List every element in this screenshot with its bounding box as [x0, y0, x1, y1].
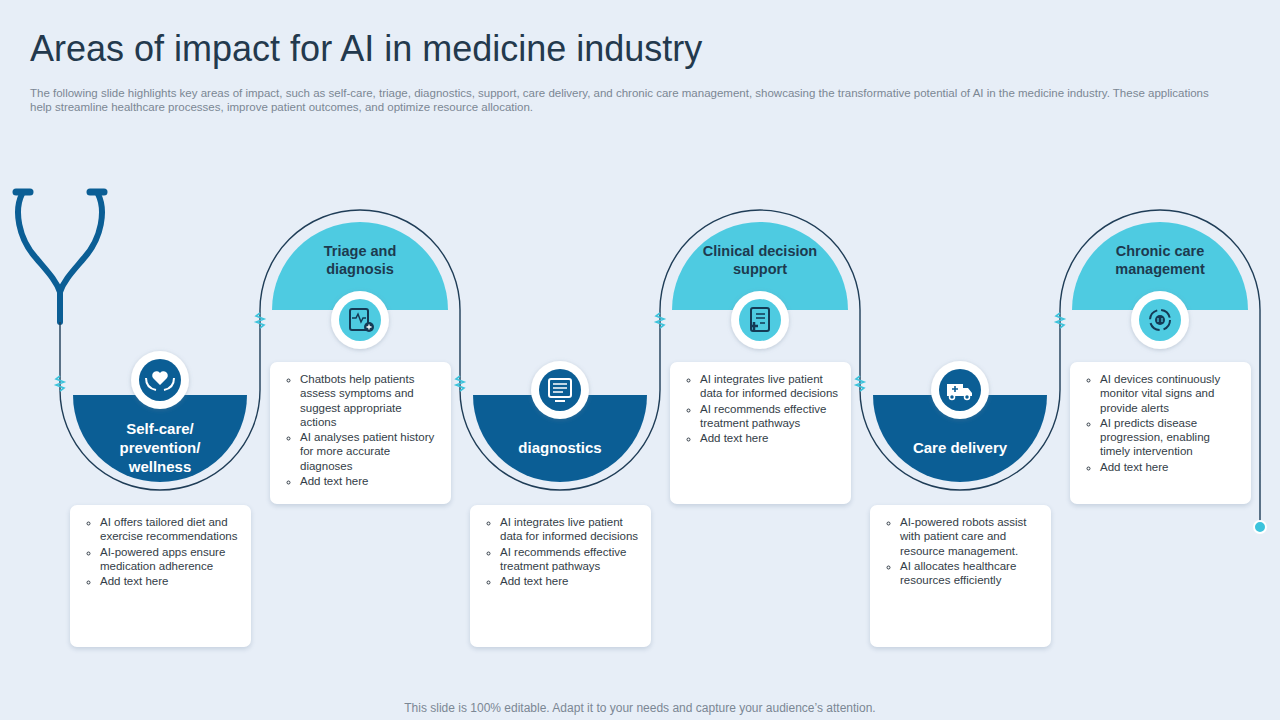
slide-description: The following slide highlights key areas… — [30, 86, 1230, 114]
stage-heading: diagnostics — [500, 438, 620, 457]
text-card: AI integrates live patient data for info… — [470, 505, 651, 647]
bullet-text: AI recommends effective treatment pathwa… — [500, 545, 639, 574]
bullet-text: AI devices continuously monitor vital si… — [1100, 372, 1239, 415]
bullet-text: AI recommends effective treatment pathwa… — [700, 402, 839, 431]
bullet-list: Chatbots help patients assess symptoms a… — [270, 372, 439, 488]
stethoscope-illustration — [16, 192, 104, 322]
heading-wrap: Triage and diagnosis — [272, 242, 448, 278]
bullet-list: AI integrates live patient data for info… — [470, 515, 639, 588]
half-disc — [873, 395, 1047, 482]
stage-heading-bottom: diagnostics — [473, 395, 647, 482]
half-disc — [473, 395, 647, 482]
bullet-text: Add text here — [1100, 460, 1239, 474]
clinical-icon — [731, 291, 789, 349]
stage-heading: Clinical decision support — [692, 242, 828, 278]
bullet-list: AI-powered robots assist with patient ca… — [870, 515, 1039, 587]
heading-wrap: Clinical decision support — [672, 242, 848, 278]
bullet-text: Chatbots help patients assess symptoms a… — [300, 372, 439, 429]
bullet-text: AI-powered robots assist with patient ca… — [900, 515, 1039, 558]
text-card: AI offers tailored diet and exercise rec… — [70, 505, 251, 647]
bullet-text: AI integrates live patient data for info… — [700, 372, 839, 401]
heading-wrap: Self-care/ prevention/ wellness — [73, 417, 247, 478]
bullet-text: AI offers tailored diet and exercise rec… — [100, 515, 239, 544]
heading-wrap: Chronic care management — [1072, 242, 1248, 278]
wellness-icon — [131, 351, 189, 409]
bullet-text: Add text here — [700, 431, 839, 445]
bullet-text: AI allocates healthcare resources effici… — [900, 559, 1039, 588]
half-disc-path — [873, 395, 1047, 482]
half-disc-path — [73, 395, 247, 482]
bullet-text: AI analyses patient history for more acc… — [300, 430, 439, 473]
half-disc-path — [672, 222, 848, 310]
pulse-marks — [56, 313, 1064, 391]
footer-note: This slide is 100% editable. Adapt it to… — [0, 701, 1280, 715]
ambulance-icon — [931, 361, 989, 419]
monitoring-icon — [1131, 291, 1189, 349]
half-disc-path — [473, 395, 647, 482]
stage-heading: Triage and diagnosis — [292, 242, 428, 278]
stage-heading: Self-care/ prevention/ wellness — [100, 419, 220, 476]
half-disc-path — [272, 222, 448, 310]
bullet-text: Add text here — [300, 474, 439, 488]
bullet-text: Add text here — [100, 574, 239, 588]
bullet-list: AI devices continuously monitor vital si… — [1070, 372, 1239, 474]
stage-heading-bottom: Care delivery — [873, 395, 1047, 482]
heading-wrap: Care delivery — [873, 417, 1047, 478]
text-card: Chatbots help patients assess symptoms a… — [270, 362, 451, 504]
bullet-text: AI integrates live patient data for info… — [500, 515, 639, 544]
slide-title: Areas of impact for AI in medicine indus… — [30, 28, 702, 70]
heading-wrap: diagnostics — [473, 417, 647, 478]
diagnostics-icon — [531, 361, 589, 419]
stage-heading-top: Clinical decision support — [672, 222, 848, 310]
stage-heading-bottom: Self-care/ prevention/ wellness — [73, 395, 247, 482]
bullet-text: AI predicts disease progression, enablin… — [1100, 416, 1239, 459]
bullet-list: AI integrates live patient data for info… — [670, 372, 839, 445]
bullet-text: AI-powered apps ensure medication adhere… — [100, 545, 239, 574]
bullet-list: AI offers tailored diet and exercise rec… — [70, 515, 239, 588]
stage-heading-top: Chronic care management — [1072, 222, 1248, 310]
timeline-track — [60, 210, 1260, 524]
stage-heading: Chronic care management — [1092, 242, 1228, 278]
stage-heading-top: Triage and diagnosis — [272, 222, 448, 310]
bullet-text: Add text here — [500, 574, 639, 588]
stage-heading: Care delivery — [900, 438, 1020, 457]
track-end-dot — [1254, 521, 1266, 533]
text-card: AI devices continuously monitor vital si… — [1070, 362, 1251, 504]
half-disc-path — [1072, 222, 1248, 310]
text-card: AI integrates live patient data for info… — [670, 362, 851, 504]
triage-icon — [331, 291, 389, 349]
text-card: AI-powered robots assist with patient ca… — [870, 505, 1051, 647]
